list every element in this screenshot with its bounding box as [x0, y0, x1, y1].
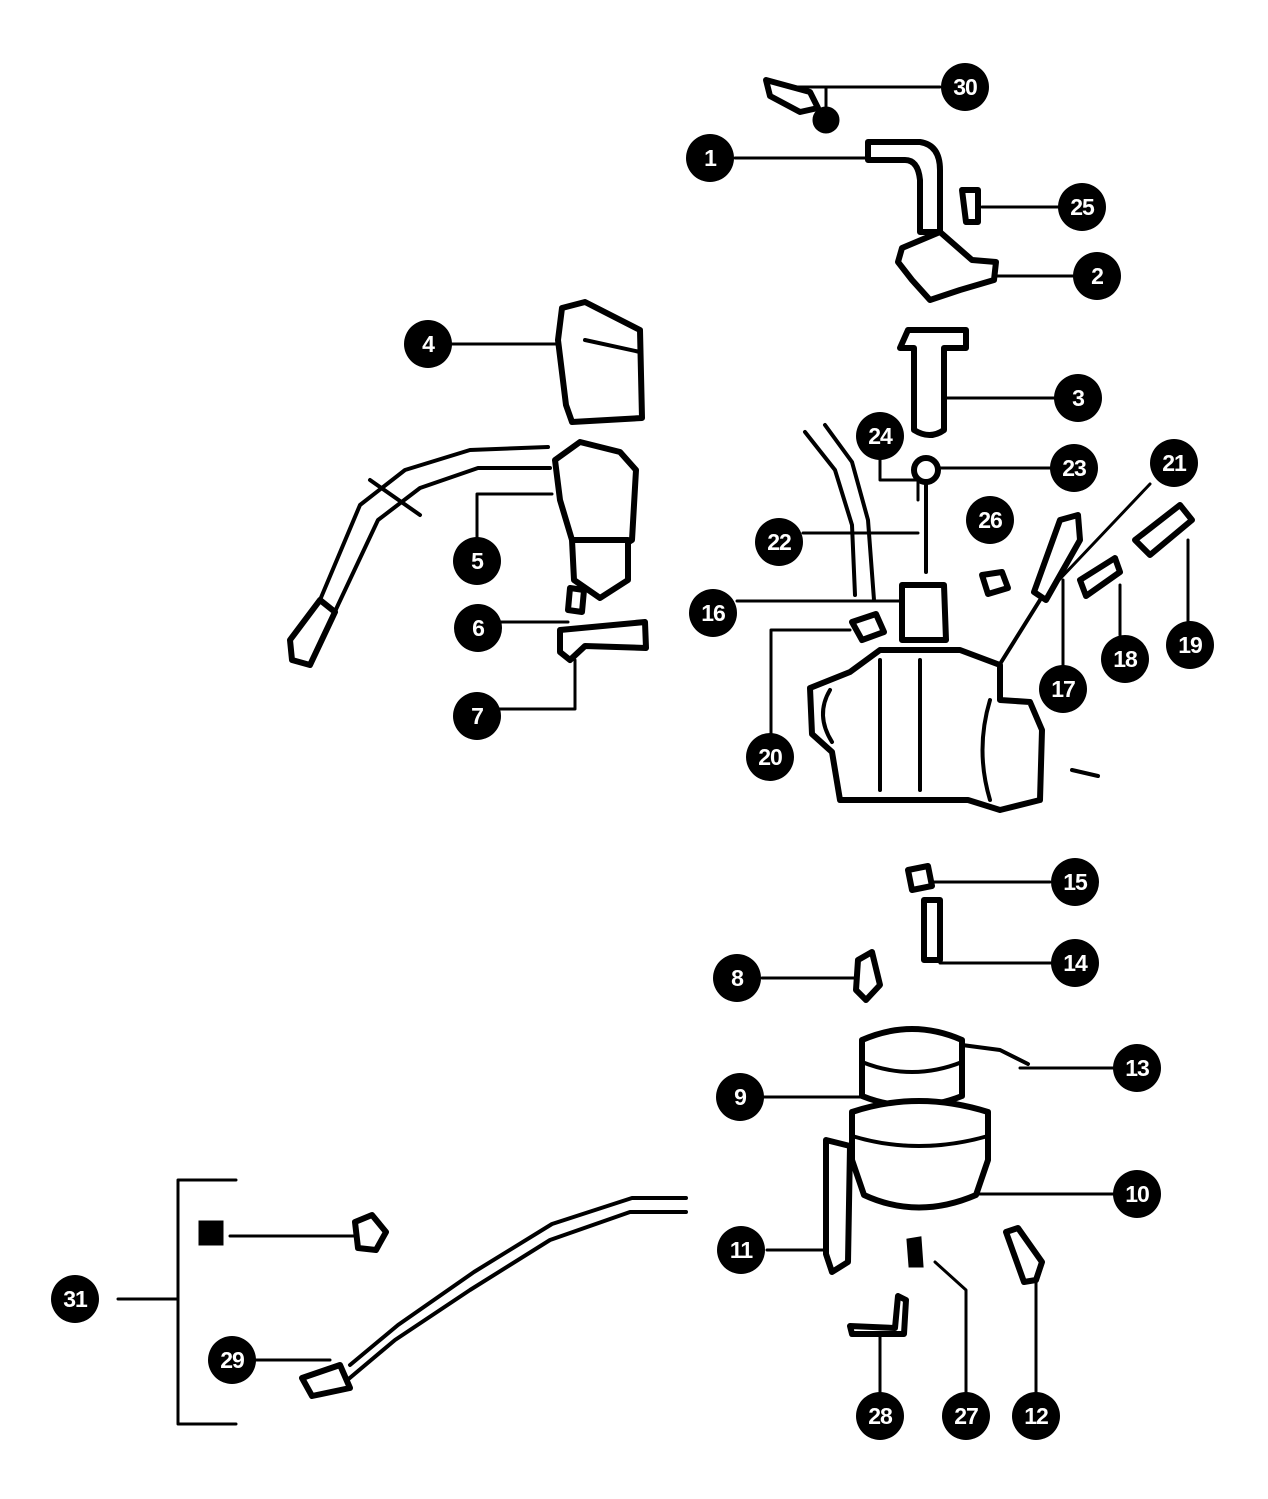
callout-12: 12 [1012, 1392, 1060, 1440]
svg-text:25: 25 [1070, 194, 1095, 220]
callout-20: 20 [746, 733, 794, 781]
callout-11: 11 [717, 1226, 765, 1274]
svg-text:26: 26 [978, 507, 1002, 533]
svg-text:3: 3 [1072, 385, 1084, 411]
svg-text:15: 15 [1063, 869, 1088, 895]
callout-25: 25 [1058, 183, 1106, 231]
callout-26: 26 [966, 496, 1014, 544]
callout-29: 29 [208, 1336, 256, 1384]
callout-13: 13 [1113, 1044, 1161, 1092]
callout-5: 5 [453, 537, 501, 585]
callout-18: 18 [1101, 635, 1149, 683]
svg-text:23: 23 [1062, 455, 1086, 481]
svg-text:2: 2 [1091, 263, 1103, 289]
callout-10: 10 [1113, 1170, 1161, 1218]
callout-23: 23 [1050, 444, 1098, 492]
svg-text:14: 14 [1063, 950, 1088, 976]
svg-text:12: 12 [1024, 1403, 1048, 1429]
svg-text:22: 22 [767, 529, 791, 555]
callout-28: 28 [856, 1392, 904, 1440]
leader-lines [116, 85, 1190, 1426]
svg-text:29: 29 [220, 1347, 244, 1373]
callout-9: 9 [716, 1073, 764, 1121]
callout-6: 6 [454, 604, 502, 652]
callout-2: 2 [1073, 252, 1121, 300]
callout-7: 7 [453, 692, 501, 740]
callout-21: 21 [1150, 439, 1198, 487]
svg-text:11: 11 [730, 1237, 754, 1263]
svg-text:20: 20 [758, 744, 782, 770]
part-drawings [198, 77, 1195, 1399]
callout-4: 4 [404, 320, 452, 368]
callout-3: 3 [1054, 374, 1102, 422]
svg-text:6: 6 [472, 615, 484, 641]
callout-16: 16 [689, 589, 737, 637]
callout-31: 31 [51, 1275, 99, 1323]
svg-text:13: 13 [1125, 1055, 1149, 1081]
callout-15: 15 [1051, 858, 1099, 906]
svg-text:28: 28 [868, 1403, 893, 1429]
svg-text:31: 31 [63, 1286, 88, 1312]
svg-text:27: 27 [954, 1403, 978, 1429]
svg-text:30: 30 [953, 74, 977, 100]
svg-text:16: 16 [701, 600, 725, 626]
svg-text:17: 17 [1051, 676, 1075, 702]
svg-text:24: 24 [868, 423, 893, 449]
svg-text:10: 10 [1125, 1181, 1149, 1207]
callout-22: 22 [755, 518, 803, 566]
svg-text:5: 5 [471, 548, 484, 574]
svg-text:4: 4 [422, 331, 435, 357]
svg-text:21: 21 [1162, 450, 1187, 476]
callout-19: 19 [1166, 621, 1214, 669]
svg-text:18: 18 [1113, 646, 1138, 672]
svg-text:7: 7 [471, 703, 483, 729]
svg-text:9: 9 [734, 1084, 746, 1110]
callout-27: 27 [942, 1392, 990, 1440]
callout-17: 17 [1039, 665, 1087, 713]
callout-24: 24 [856, 412, 904, 460]
svg-text:19: 19 [1178, 632, 1202, 658]
callout-14: 14 [1051, 939, 1099, 987]
callout-8: 8 [713, 954, 761, 1002]
svg-text:8: 8 [731, 965, 744, 991]
callout-30: 30 [941, 63, 989, 111]
svg-text:1: 1 [704, 145, 717, 171]
callout-1: 1 [686, 134, 734, 182]
